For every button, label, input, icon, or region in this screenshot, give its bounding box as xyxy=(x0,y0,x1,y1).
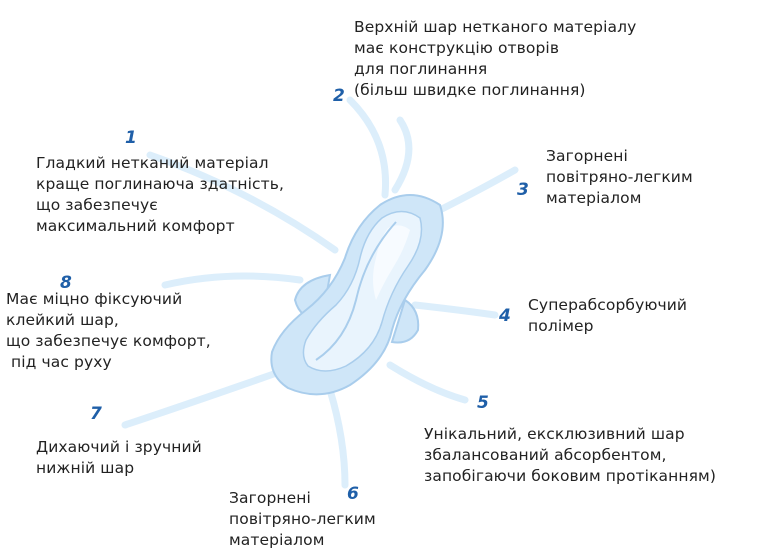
callout-number-1: 1 xyxy=(125,128,137,148)
callout-text-7: Дихаючий і зручний нижній шар xyxy=(36,438,202,477)
callout-text-1: Гладкий нетканий матеріал краще поглинаю… xyxy=(36,154,285,235)
callout-text-8: Має міцно фіксуючий клейкий шар, що забе… xyxy=(6,290,211,371)
callout-number-6: 6 xyxy=(347,484,359,504)
callout-text-2: Верхній шар нетканого матеріалу має конс… xyxy=(354,18,637,99)
pad-group xyxy=(270,194,444,396)
ray-2 xyxy=(346,96,390,199)
pad-highlight xyxy=(373,225,410,300)
pad-groove xyxy=(315,221,397,361)
ray-6 xyxy=(326,386,349,489)
ray-4 xyxy=(411,301,499,319)
ray-3 xyxy=(426,166,519,219)
callout-text-4: Суперабсорбуючий полімер xyxy=(528,296,688,335)
ray-7 xyxy=(121,366,289,429)
ray-2b xyxy=(391,116,413,194)
callout-number-3: 3 xyxy=(517,180,529,200)
ray-1 xyxy=(146,151,339,254)
callout-text-3: Загорнені повітряно-легким матеріалом xyxy=(546,147,693,207)
ray-5 xyxy=(386,361,469,404)
callout-text-6: Загорнені повітряно-легким матеріалом xyxy=(229,489,376,549)
pad-wing-right xyxy=(390,298,420,344)
callout-number-7: 7 xyxy=(90,404,102,424)
callout-number-5: 5 xyxy=(477,393,489,413)
callout-number-8: 8 xyxy=(60,273,72,293)
callout-number-4: 4 xyxy=(499,306,511,326)
callout-number-2: 2 xyxy=(333,86,345,106)
callout-text-5: Унікальний, ексклюзивний шар збалансован… xyxy=(424,425,716,485)
ray-8 xyxy=(161,272,304,289)
